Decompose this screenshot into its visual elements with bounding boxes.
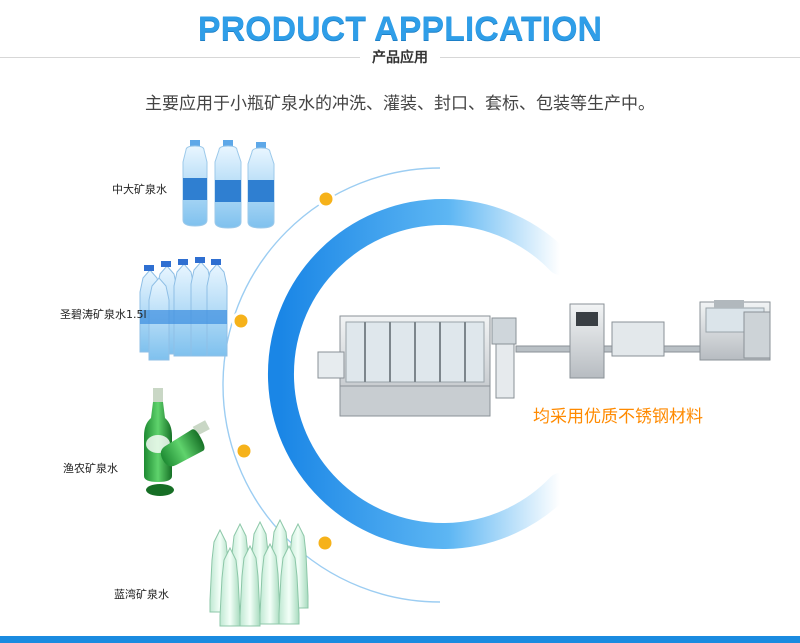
page-title: PRODUCT APPLICATION — [197, 10, 603, 48]
product-label-1: 中大矿泉水 — [112, 183, 167, 196]
green-glass-bottles-icon — [144, 388, 210, 496]
water-bottles-3-icon — [182, 140, 275, 229]
blue-arc — [268, 199, 573, 549]
page-description: 主要应用于小瓶矿泉水的冲洗、灌装、封口、套标、包装等生产中。 — [145, 94, 655, 114]
outer-arc — [222, 167, 441, 603]
clear-glass-bottles-icon — [209, 518, 309, 627]
water-bottles-6-icon — [139, 257, 228, 361]
product-label-4: 蓝湾矿泉水 — [114, 588, 169, 601]
bottom-bar — [0, 636, 800, 643]
timeline-dots — [231, 189, 336, 553]
product-label-3: 渔农矿泉水 — [63, 462, 118, 475]
product-label-2: 圣碧涛矿泉水1.5l — [60, 308, 147, 321]
page-subtitle: 产品应用 — [360, 47, 440, 67]
filling-production-line-icon — [317, 300, 771, 417]
material-tagline: 均采用优质不锈钢材料 — [533, 407, 703, 427]
